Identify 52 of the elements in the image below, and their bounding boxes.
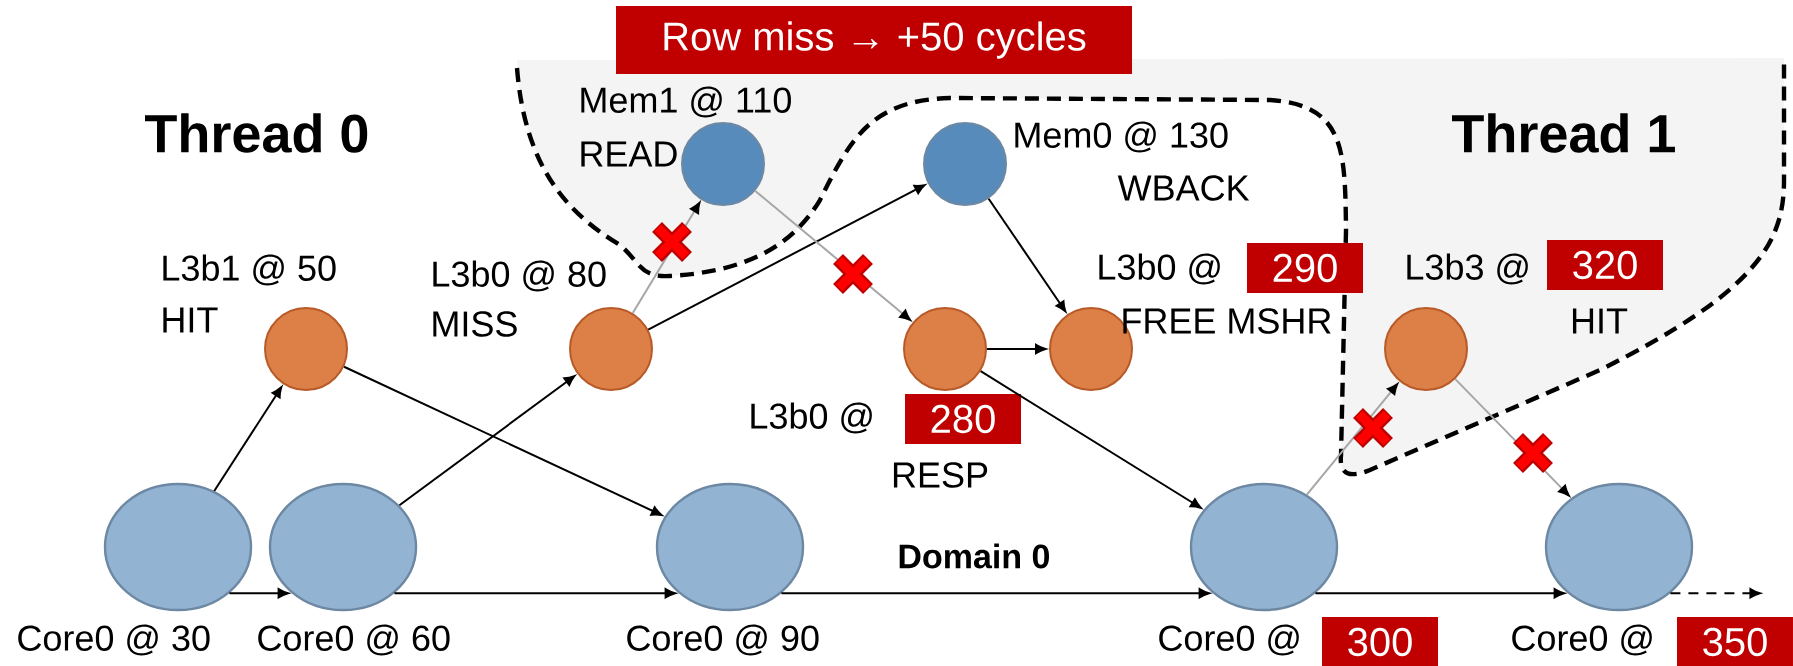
cache-circle (903, 307, 987, 391)
arrow (343, 365, 663, 516)
arrow (228, 588, 289, 599)
arrow (393, 588, 676, 599)
thread-title: Thread 0 (145, 113, 368, 153)
node-label: L3b0 @ (1099, 253, 1220, 285)
time-badge: 280 (905, 394, 1021, 444)
cache-circle (569, 307, 653, 391)
arrow (398, 375, 576, 507)
time-badge: 320 (1547, 240, 1663, 290)
node-label: FREE MSHR (1123, 308, 1331, 334)
time-badge: 300 (1322, 617, 1438, 666)
node-label: L3b3 @ (1407, 253, 1528, 285)
thread-title: Thread 1 (1452, 113, 1675, 153)
core-ellipse (103, 482, 253, 612)
arrow (213, 386, 283, 492)
cache-circle (1384, 307, 1468, 391)
arrow (1314, 588, 1565, 599)
node-label: Mem0 @ 130 (1015, 121, 1228, 153)
node-label: Mem1 @ 110 (581, 86, 791, 118)
node-label: MISS (433, 311, 517, 337)
arrow (986, 343, 1047, 355)
node-label: Core0 @ 60 (258, 624, 450, 656)
arrow (1305, 383, 1399, 496)
memory-circle (923, 122, 1007, 206)
node-label: L3b0 @ 80 (433, 260, 606, 292)
callout-banner: Row miss → +50 cycles (616, 6, 1132, 74)
arrow (979, 370, 1202, 509)
node-label: READ (581, 141, 677, 167)
node-label: L3b1 @ 50 (163, 254, 336, 286)
core-ellipse (268, 482, 418, 612)
core-ellipse (1189, 482, 1339, 612)
node-label: WBACK (1117, 175, 1250, 201)
node-label: Core0 @ (1512, 624, 1652, 656)
node-label: L3b0 @ (751, 402, 872, 434)
arrow (647, 184, 926, 331)
node-label: HIT (1572, 308, 1628, 334)
node-label: Core0 @ 90 (627, 624, 819, 656)
domain-label: Domain 0 (899, 543, 1049, 569)
arrow (987, 197, 1067, 313)
core-ellipse (655, 482, 805, 612)
node-label: RESP (893, 462, 988, 488)
memory-circle (681, 122, 765, 206)
node-label: Core0 @ (1159, 624, 1299, 656)
time-badge: 350 (1677, 617, 1793, 666)
arrow (1669, 588, 1761, 599)
cache-circle (264, 307, 348, 391)
node-label: Core0 @ 30 (18, 624, 210, 656)
arrow (780, 588, 1210, 599)
time-badge: 290 (1247, 243, 1363, 293)
node-label: HIT (163, 307, 218, 333)
core-ellipse (1544, 482, 1694, 612)
